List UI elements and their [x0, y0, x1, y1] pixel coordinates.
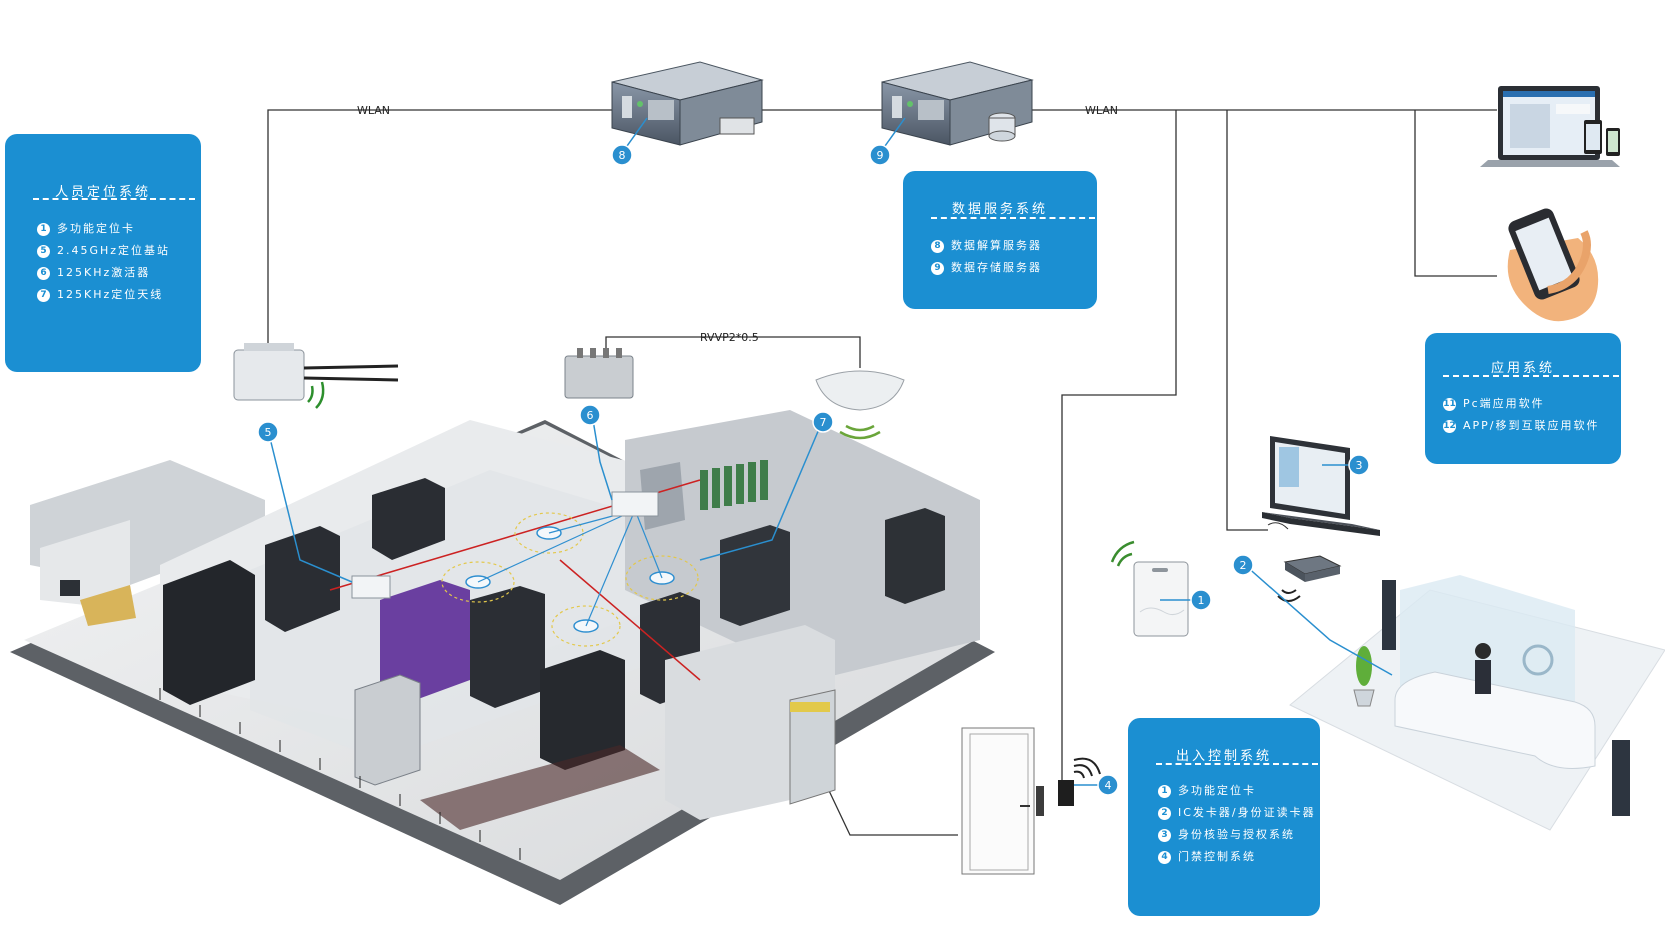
ceiling-node-lines [477, 509, 663, 627]
svg-text:1: 1 [1198, 594, 1205, 607]
callout-badges: 8 9 5 6 7 3 2 1 4 [257, 144, 1370, 796]
callout-2: 2 [1232, 554, 1254, 576]
access-controller-icon [1058, 757, 1101, 806]
panel-divider [931, 217, 1095, 219]
callout-8: 8 [611, 144, 633, 166]
panel-divider [1443, 375, 1619, 377]
wlan-label-right: WLAN [1085, 104, 1118, 117]
panel-title: 人员定位系统 [54, 185, 151, 200]
panel-title: 出入控制系统 [1175, 749, 1272, 764]
svg-text:9: 9 [877, 149, 884, 162]
activator-icon [564, 348, 634, 399]
svg-text:6: 6 [587, 409, 594, 422]
base-station-icon [233, 343, 399, 409]
reception-desk-icon [1289, 575, 1665, 831]
svg-text:2: 2 [1240, 559, 1247, 572]
callout-7: 7 [812, 411, 834, 433]
positioning-card-icon [1110, 540, 1189, 637]
solver-server-icon [611, 61, 764, 146]
antenna-icon [815, 370, 905, 440]
callout-9: 9 [869, 144, 891, 166]
svg-text:5: 5 [265, 426, 272, 439]
hand-phone-app-icon [1507, 208, 1599, 322]
panel-divider [1156, 763, 1318, 765]
svg-text:3: 3 [1356, 459, 1363, 472]
callout-4: 4 [1097, 774, 1119, 796]
card-reader-icon [1267, 522, 1342, 602]
pc-and-mobile-monitor-icon [1480, 86, 1620, 167]
svg-text:8: 8 [619, 149, 626, 162]
svg-text:4: 4 [1105, 779, 1112, 792]
wlan-label-left: WLAN [357, 104, 390, 117]
data-center-building [10, 410, 995, 905]
rvvp-cable-label: RVVP2*0.5 [700, 331, 759, 344]
callout-3: 3 [1348, 454, 1370, 476]
svg-text:7: 7 [820, 416, 827, 429]
callout-5: 5 [257, 421, 279, 443]
callout-6: 6 [579, 404, 601, 426]
callout-1: 1 [1190, 589, 1212, 611]
door-icon [961, 727, 1044, 875]
panel-title: 数据服务系统 [951, 202, 1048, 217]
storage-server-icon [881, 61, 1034, 146]
panel-divider [33, 198, 195, 200]
laptop-verification-icon [1262, 436, 1380, 536]
panel-title: 应用系统 [1490, 361, 1555, 376]
